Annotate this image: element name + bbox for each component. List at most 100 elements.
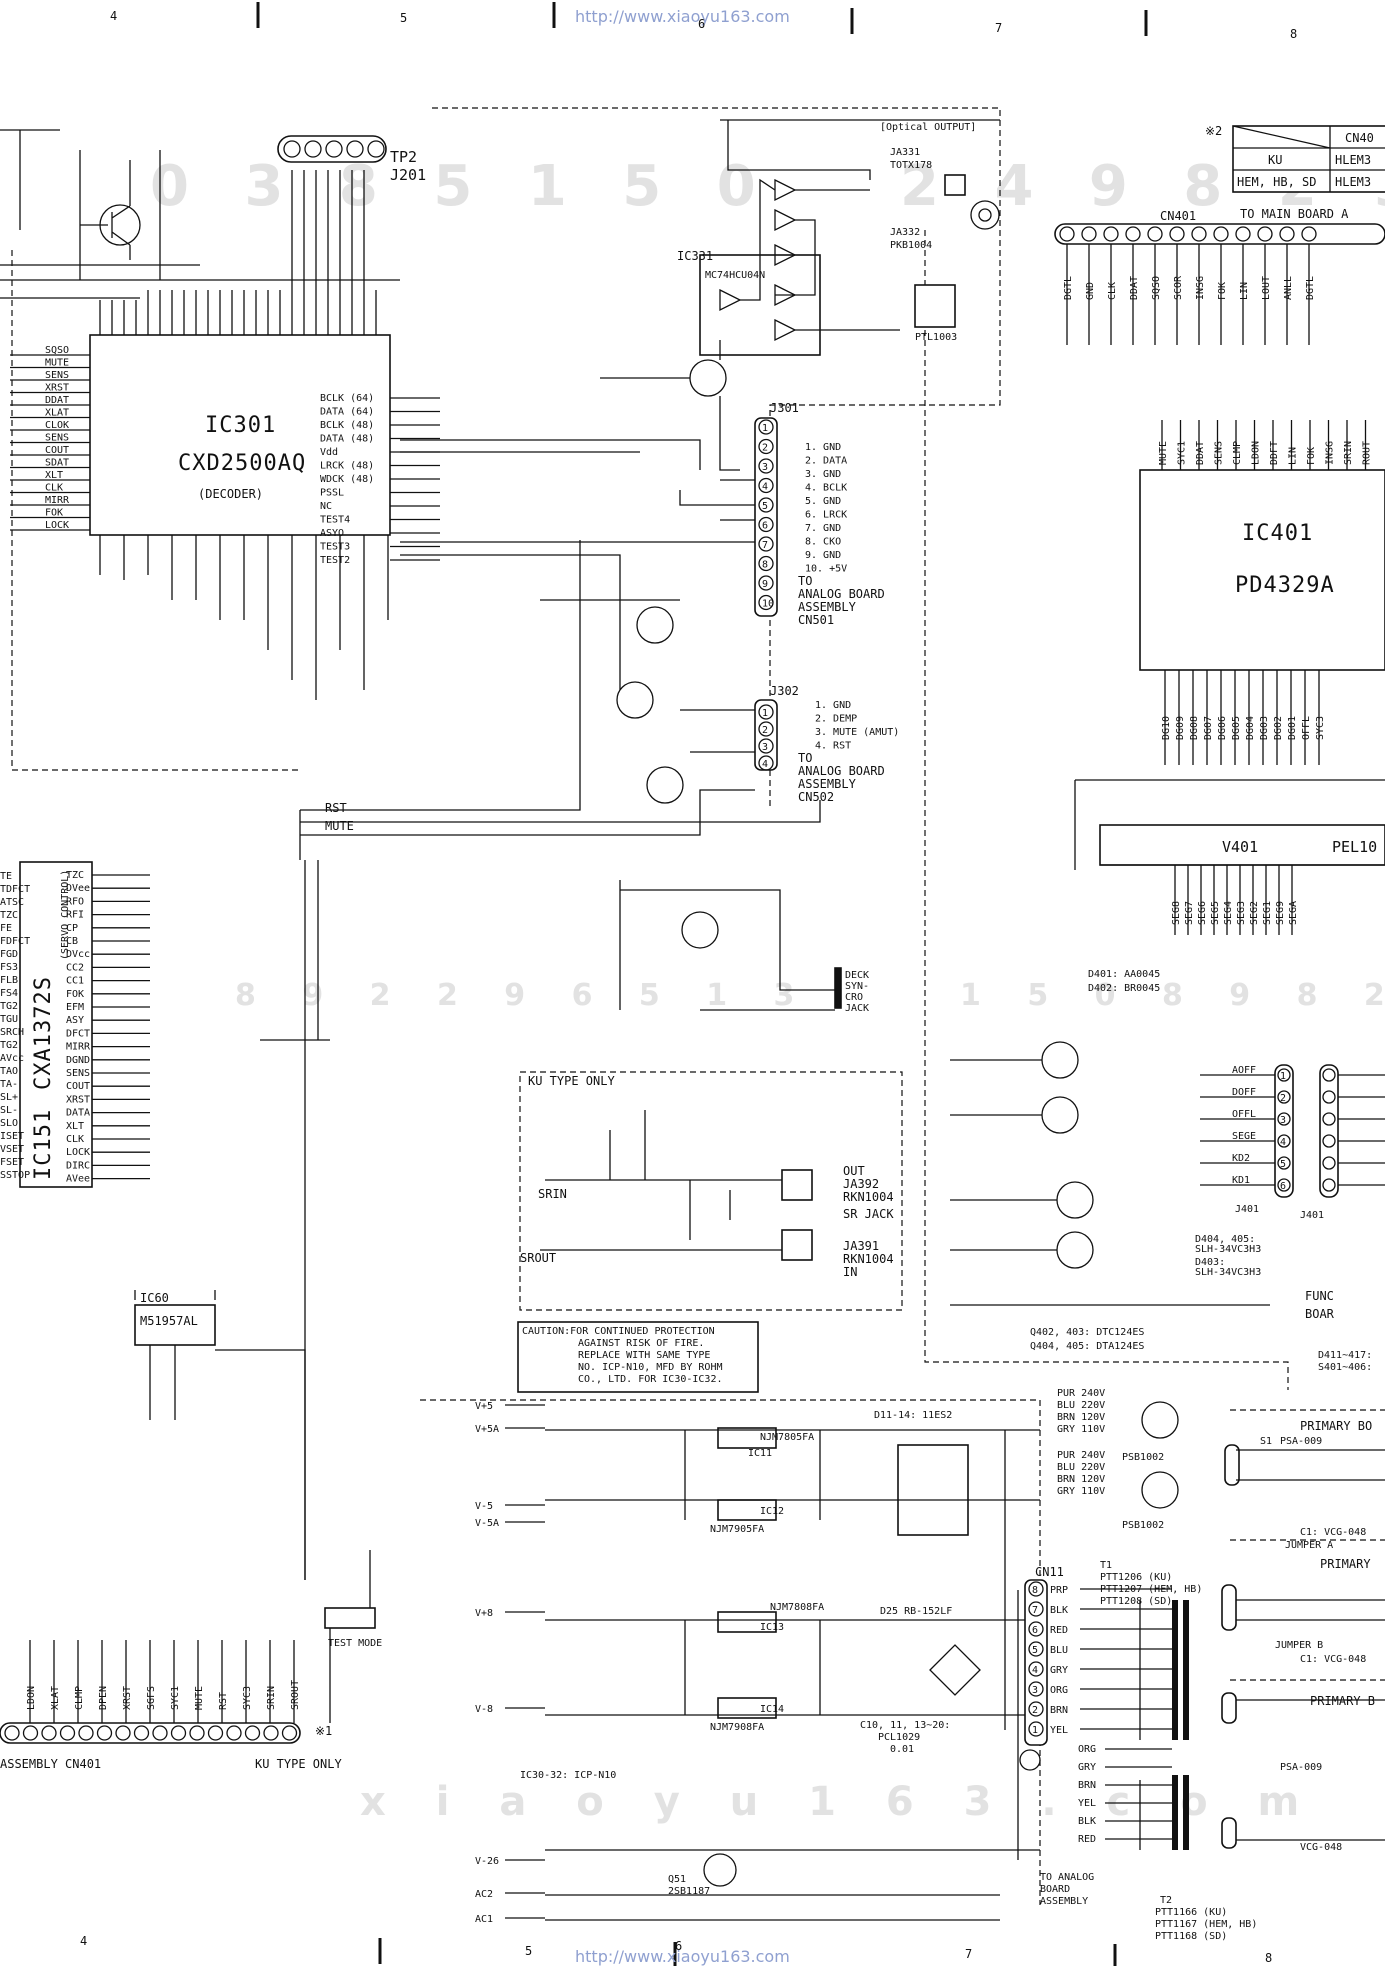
ic151-left-pin: FSET [0,1157,24,1168]
ic301-right-pin: NC [320,501,332,512]
j301-ref: J301 [770,401,799,415]
region-head: CN40 [1345,131,1374,145]
cn11-wire-color: YEL [1050,1725,1068,1736]
caution-line: AGAINST RISK OF FIRE. [578,1338,704,1349]
cn11-wire-color: GRY [1050,1665,1068,1676]
ic151-right-pin: FOK [66,989,84,1000]
v401-pin: SEG5 [1210,901,1221,925]
ic151-left-pin: TZC [0,910,18,921]
ic151-right-pin: CP [66,923,78,934]
ic401-bottom-pin: SYC3 [1315,716,1326,740]
ic151-right-pin: DVcc [66,949,90,960]
t1-label: T1 [1100,1560,1112,1571]
d411-note: D411~417: [1318,1350,1372,1361]
ic151-left-pin: TGU [0,1014,18,1025]
ic151-left-pin: FLB [0,975,18,986]
grid-number: 5 [525,1944,532,1958]
ic301-part: CXD2500AQ [178,451,306,476]
cn401-pin: DGTL [1063,276,1074,300]
j401-pin-number: 1 [1280,1071,1286,1082]
ic401-bottom-pin: DG10 [1161,716,1172,740]
primary-wire: PUR 240V [1057,1450,1105,1461]
ic151-right-pin: DGND [66,1055,90,1066]
ic301-left-pin: SENS [45,370,69,381]
j401-pin-number: 4 [1280,1137,1286,1148]
grid-number: 7 [995,21,1002,35]
watermark: 0 3 8 5 1 5 0 [150,154,774,219]
j301-pin-number: 7 [762,540,768,551]
v401-pin: SEG6 [1197,901,1208,925]
power-rail-label: V-26 [475,1856,499,1867]
ic301-right-pin: PSSL [320,488,344,499]
j302-pin-desc: 4. RST [815,741,851,752]
reg-ref: IC13 [760,1622,784,1633]
ic401-top-pin: LDON [1251,441,1262,465]
q51-ref: Q51 [668,1874,686,1885]
ku-title: KU TYPE ONLY [528,1074,615,1088]
to-main-label: TO MAIN BOARD A [1240,207,1349,221]
ic151-ref-part: IC151 [31,1109,56,1180]
caution-line: CAUTION:FOR CONTINUED PROTECTION [522,1326,715,1337]
ic151-left-pins: TETDFCTATSCTZCFEFDFCTFGDFS3FLBFS4TG2TGUS… [0,871,30,1181]
ic301-left-pins: SQSOMUTESENSXRSTDDATXLATCLOKSENSCOUTSDAT… [10,345,90,531]
primary-wire: BLU 220V [1057,1400,1105,1411]
t2-label: PTT1167 (HEM, HB) [1155,1919,1257,1930]
power-rail-label: V+5 [475,1401,493,1412]
region-row-val: HLEM3 [1335,153,1371,167]
j401-pin-label: DOFF [1232,1087,1256,1098]
ic401-bottom-pin: DG07 [1203,716,1214,740]
ic401-top-pin: SENS [1214,441,1225,465]
d404-note: SLH-34VC3H3 [1195,1244,1261,1255]
ic60-chip: IC60 M51957AL [134,1290,306,1580]
ic401-bottom-pin: DG09 [1175,716,1186,740]
cn11-pin-number: 1 [1032,1725,1038,1736]
cn11-ref: CN11 [1035,1565,1064,1579]
ku-out: OUT [843,1164,865,1178]
watermark: 1 5 0 8 9 8 2 9 [960,978,1385,1013]
ic401-top-pin: SRIN [1343,441,1354,465]
ic301-left-pin: COUT [45,445,69,456]
j301-pin-number: 10 [762,599,774,610]
reg-part: NJM7808FA [770,1602,824,1613]
ic401-bottom-pin: OFFL [1301,716,1312,740]
ic151-left-pin: ATSC [0,897,24,908]
caution-line: CO., LTD. FOR IC30-IC32. [578,1374,723,1385]
ic301-right-pin: ASYO [320,528,344,539]
ic151-desc: (SERVO CONTROL) [60,870,71,960]
cn5-wire-color: BLK [1078,1816,1096,1827]
to-analog: TO ANALOG [1040,1872,1094,1883]
optical-block: IC331 MC74HCU04N [Optical OUTPUT] JA331 … [677,119,1000,356]
ic301-right-pin: DATA (64) [320,407,374,418]
ic60-part: M51957AL [140,1314,198,1328]
ic331-part: MC74HCU04N [705,270,765,281]
ic401-top-pin: ROUT [1362,441,1373,465]
cn11-wire-color: BRN [1050,1705,1068,1716]
cn11-pin-number: 6 [1032,1625,1038,1636]
lb-pin-label: LDON [26,1686,37,1710]
ic301-left-pin: MIRR [45,495,70,506]
func-board: FUNC [1305,1289,1334,1303]
j302-pin-number: 4 [762,759,768,770]
reg-ref: IC14 [760,1704,784,1715]
net-label: RST [325,801,347,815]
cn11-pin-number: 7 [1032,1605,1038,1616]
j302-pin-desc: 1. GND [815,700,851,711]
ic151-part: CXA1372S [31,976,56,1090]
t2-label: PTT1168 (SD) [1155,1931,1227,1942]
j401-pin-number: 6 [1280,1181,1286,1192]
pcl-note: PCL1029 [878,1732,920,1743]
ic151-right-pin: SENS [66,1068,90,1079]
j301-pin-desc: 5. GND [805,496,841,507]
ic301-left-pin: XLAT [45,408,69,419]
ic301-right-pins: BCLK (64)DATA (64)BCLK (48)DATA (48)VddL… [320,393,440,566]
ic151-right-pin: CC1 [66,976,84,987]
j301-destination: CN501 [798,613,834,627]
cn11-pin-number: 3 [1032,1685,1038,1696]
ic301-chip: IC301 CXD2500AQ (DECODER) [89,334,391,536]
v401-pin: SEG9 [1275,901,1286,925]
primary-title: PRIMARY [1320,1557,1371,1571]
ic151-left-pin: FE [0,923,12,934]
ic401-bottom-pin: DG01 [1287,716,1298,740]
